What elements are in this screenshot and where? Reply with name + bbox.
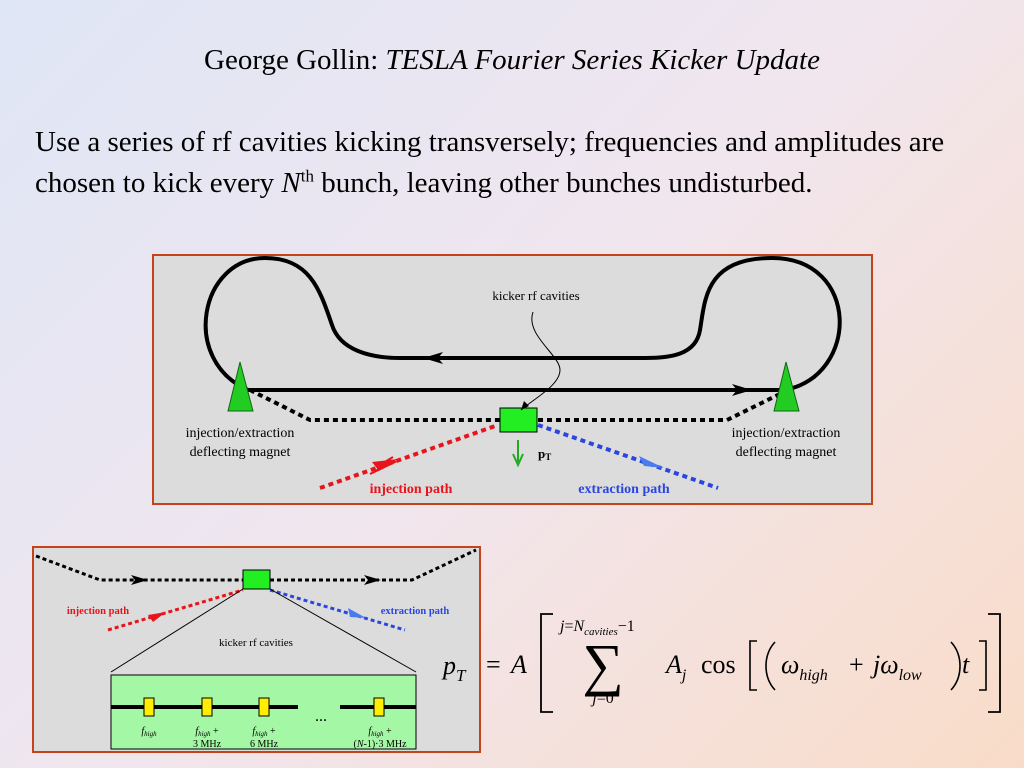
pt-label: pT [538, 446, 551, 462]
detail-injection-arrowhead [148, 612, 166, 622]
left-magnet-label-1: injection/extraction [186, 426, 295, 441]
formula-bracket-left [540, 613, 553, 713]
formula-plus: + [849, 650, 864, 679]
kicker-pointer-head [521, 401, 529, 410]
left-deflecting-magnet [227, 361, 254, 412]
formula-cos: cos [701, 650, 736, 679]
cavity-2-freq: fhigh + [195, 726, 219, 738]
cavity-3-freq: fhigh + [252, 726, 276, 738]
cavity-1-freq: fhigh [141, 726, 157, 738]
body-part1: Use a series of rf cavities kicking tran… [35, 126, 945, 199]
sum-lower-limit: j=0 [590, 690, 613, 707]
cavity-n-freq: fhigh + [368, 726, 392, 738]
zoom-line-right [269, 588, 417, 673]
kicker-cavity [499, 407, 538, 433]
injection-arrowhead [372, 459, 398, 471]
sum-upper-limit: j=Ncavities−1 [558, 618, 635, 638]
formula-paren-left [765, 641, 776, 691]
cavity-2 [201, 697, 213, 717]
detail-arrow-right [364, 575, 381, 585]
cavity-n [373, 697, 385, 717]
formula-bracket-inner-left [749, 640, 757, 691]
detail-extraction-label: extraction path [381, 606, 450, 617]
detail-kicker [242, 569, 271, 590]
title-subject: TESLA Fourier Series Kicker Update [385, 44, 820, 76]
detail-extraction-arrowhead [348, 608, 366, 618]
extraction-arrowhead [639, 456, 664, 468]
formula-equals: = [486, 650, 501, 679]
formula-paren-right [950, 641, 961, 691]
detail-arrow-left [131, 575, 148, 585]
body-sup: th [300, 166, 314, 186]
cavity-3-freq-line2: 6 MHz [250, 739, 279, 750]
detail-kicker-label: kicker rf cavities [219, 637, 293, 649]
zoom-line-left [110, 588, 244, 673]
cavity-1 [143, 697, 155, 717]
slide-title: George Gollin: TESLA Fourier Series Kick… [0, 44, 1024, 77]
formula-t: t [962, 650, 970, 679]
kicker-pointer [520, 311, 561, 411]
formula-bracket-right [988, 613, 1001, 713]
formula-amplitude: A [509, 650, 527, 679]
body-part2: bunch, leaving other bunches undisturbed… [314, 167, 813, 199]
formula-lhs: pT [441, 651, 467, 685]
detail-injection-label: injection path [67, 606, 129, 617]
cavity-2-freq-line2: 3 MHz [193, 739, 222, 750]
ring-diagram-frame [152, 254, 873, 505]
right-deflecting-magnet [773, 361, 800, 412]
formula-omega-high: ωhigh [781, 650, 828, 684]
formula-bracket-inner-right [979, 640, 987, 691]
detail-injection-path [107, 588, 244, 632]
extraction-label: extraction path [578, 482, 670, 497]
body-n: N [281, 167, 301, 199]
title-author: George Gollin: [204, 44, 379, 76]
injection-path [319, 423, 499, 490]
formula-aj: Aj [664, 650, 687, 684]
left-magnet-label-2: deflecting magnet [190, 445, 291, 460]
right-magnet-label-1: injection/extraction [732, 426, 841, 441]
sum-sigma: ∑ [582, 632, 623, 697]
formula-j-omega-low: jωlow [870, 650, 922, 684]
cavity-3 [258, 697, 270, 717]
detail-beam-line [35, 548, 477, 582]
pt-arrow-head [512, 453, 524, 468]
right-magnet-label-2: deflecting magnet [736, 445, 837, 460]
detail-extraction-path [269, 588, 406, 632]
cavity-gap [298, 702, 340, 713]
cavity-ellipsis: ... [315, 708, 327, 725]
extraction-path [537, 423, 719, 490]
ring-loop [203, 255, 842, 392]
injection-label: injection path [370, 482, 453, 497]
kicker-label: kicker rf cavities [492, 288, 579, 303]
bypass-line [249, 388, 789, 422]
body-paragraph: Use a series of rf cavities kicking tran… [35, 122, 995, 204]
cavity-n-freq-line2: (N-1)·3 MHz [353, 739, 407, 750]
